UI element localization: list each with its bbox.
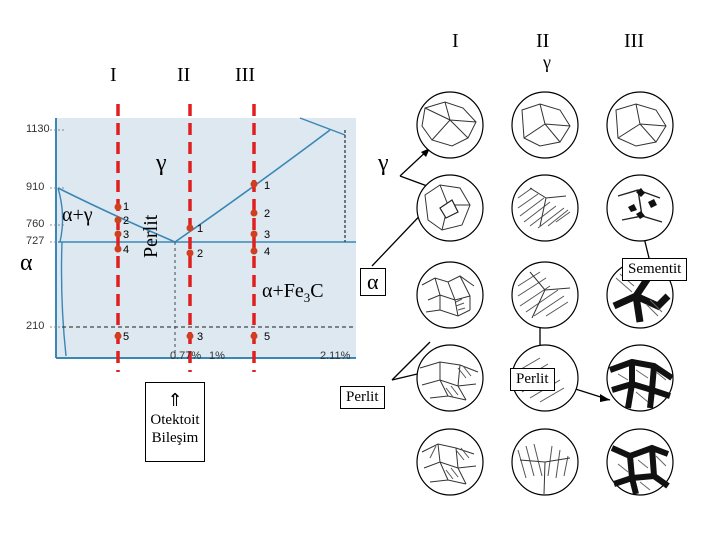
perlit-vertical-label: Perlit xyxy=(140,214,162,258)
point-I-3 xyxy=(114,230,122,238)
micro-III-4 xyxy=(606,344,674,412)
peritectic-line xyxy=(299,117,346,136)
micro-II-5 xyxy=(511,428,579,496)
eutectoid-label-line1: Otektoit xyxy=(150,412,200,428)
micro-III-1 xyxy=(606,91,674,159)
column-header-I: I xyxy=(110,64,117,86)
point-III-2 xyxy=(250,209,258,217)
micro-column-header-II-gamma: γ xyxy=(543,52,551,72)
alpha-boundary xyxy=(57,187,64,243)
x-tick-2.11: 2.11% xyxy=(320,350,351,362)
ferrite-solvus xyxy=(60,241,67,357)
y-tick-210: 210 xyxy=(26,320,45,332)
y-tick-727: 727 xyxy=(26,235,45,247)
micro-I-4 xyxy=(416,344,484,412)
point-I-5 xyxy=(114,332,122,340)
point-III-4 xyxy=(250,247,258,255)
eutectoid-composition-box: ⇑ Otektoit Bileşim xyxy=(145,382,205,462)
point-III-5 xyxy=(250,332,258,340)
point-III-3 xyxy=(250,230,258,238)
diagram-background xyxy=(56,118,356,358)
y-tick-1130: 1130 xyxy=(26,123,50,135)
alpha-fe3c-label: α+Fe3C xyxy=(262,280,324,305)
point-II-3 xyxy=(186,332,194,340)
column-header-II: II xyxy=(177,64,191,86)
micro-II-1 xyxy=(511,91,579,159)
point-II-1 xyxy=(186,224,194,232)
perlit-label-2: Perlit xyxy=(510,368,555,391)
point-I-1 xyxy=(114,203,122,211)
micro-II-2 xyxy=(511,174,579,242)
point-label-I-3: 3 xyxy=(123,229,130,241)
y-tick-760: 760 xyxy=(26,218,45,230)
micro-column-header-II: II xyxy=(536,30,550,52)
micro-I-1 xyxy=(416,91,484,159)
gamma-phase-label: γ xyxy=(156,150,167,176)
micro-I-2 xyxy=(416,174,484,242)
micro-I-5 xyxy=(416,428,484,496)
micro-column-header-III: III xyxy=(624,30,644,52)
point-label-III-4: 4 xyxy=(264,246,271,258)
point-I-4 xyxy=(114,245,122,253)
sementit-label: Sementit xyxy=(622,258,688,281)
point-label-II-1: 1 xyxy=(197,223,204,235)
gamma-right-label: γ xyxy=(378,150,389,176)
a3-line xyxy=(57,187,176,243)
point-label-II-3: 3 xyxy=(197,331,204,343)
micro-III-2 xyxy=(606,174,674,242)
alpha-phase-label: α xyxy=(20,250,33,276)
alpha-box-label: α xyxy=(360,268,386,296)
point-II-2 xyxy=(186,249,194,257)
perlit-label-1: Perlit xyxy=(340,386,385,409)
point-label-I-4: 4 xyxy=(123,244,130,256)
micro-II-3 xyxy=(511,261,579,329)
micro-column-header-I: I xyxy=(452,30,459,52)
point-label-II-2: 2 xyxy=(197,248,204,260)
point-I-2 xyxy=(114,216,122,224)
up-arrow-icon: ⇑ xyxy=(167,390,183,410)
point-label-I-2: 2 xyxy=(123,215,130,227)
point-label-III-2: 2 xyxy=(264,208,271,220)
x-tick-1: 1% xyxy=(209,350,225,362)
x-tick-0.77: 0.77% xyxy=(170,350,202,362)
alpha-gamma-label: α+γ xyxy=(62,204,93,226)
point-label-III-1: 1 xyxy=(264,180,271,192)
point-label-III-5: 5 xyxy=(264,331,271,343)
y-tick-910: 910 xyxy=(26,181,45,193)
micro-III-5 xyxy=(606,428,674,496)
arrow-perlit-1a xyxy=(391,341,431,381)
eutectoid-label-line2: Bileşim xyxy=(151,430,199,446)
point-III-1 xyxy=(250,180,258,188)
point-label-I-1: 1 xyxy=(123,201,130,213)
point-label-III-3: 3 xyxy=(264,229,271,241)
micro-I-3 xyxy=(416,261,484,329)
point-label-I-5: 5 xyxy=(123,331,130,343)
column-header-III: III xyxy=(235,64,255,86)
